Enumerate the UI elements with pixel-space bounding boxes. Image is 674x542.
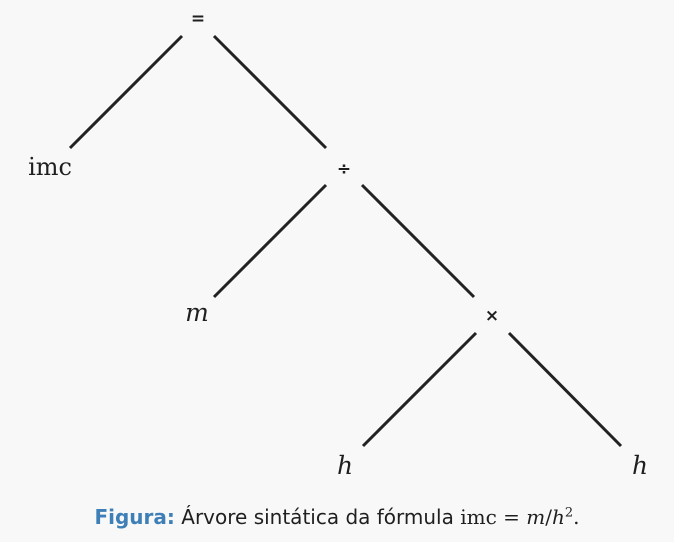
edge-div-mul: [360, 183, 476, 299]
formula-h: h: [552, 505, 565, 529]
edge-div-m: [212, 183, 328, 299]
edge-mul-h-right: [507, 331, 623, 448]
node-m: m: [185, 298, 209, 327]
syntax-tree-diagram: = imc ÷ m × h h: [28, 9, 648, 480]
formula-m: m: [526, 505, 546, 529]
node-h-right: h: [632, 451, 648, 480]
node-divide: ÷: [337, 159, 351, 179]
node-multiply: ×: [485, 306, 499, 326]
edge-root-imc: [68, 34, 184, 150]
formula-lhs: imc: [460, 505, 497, 529]
edge-root-div: [212, 34, 328, 150]
node-imc: imc: [28, 153, 72, 181]
formula-equals: =: [503, 505, 520, 529]
formula-period: .: [573, 505, 580, 529]
caption-text: Árvore sintática da fórmula: [181, 505, 454, 529]
edge-mul-h-left: [361, 331, 478, 448]
figure-caption: Figura: Árvore sintática da fórmula imc …: [0, 503, 674, 531]
node-equals: =: [191, 9, 205, 29]
node-h-left: h: [337, 451, 353, 480]
caption-label: Figura:: [94, 505, 175, 529]
formula-exponent: 2: [564, 505, 574, 521]
caption-formula: imc = m/h2.: [460, 505, 579, 529]
formula-slash: /: [545, 505, 552, 529]
